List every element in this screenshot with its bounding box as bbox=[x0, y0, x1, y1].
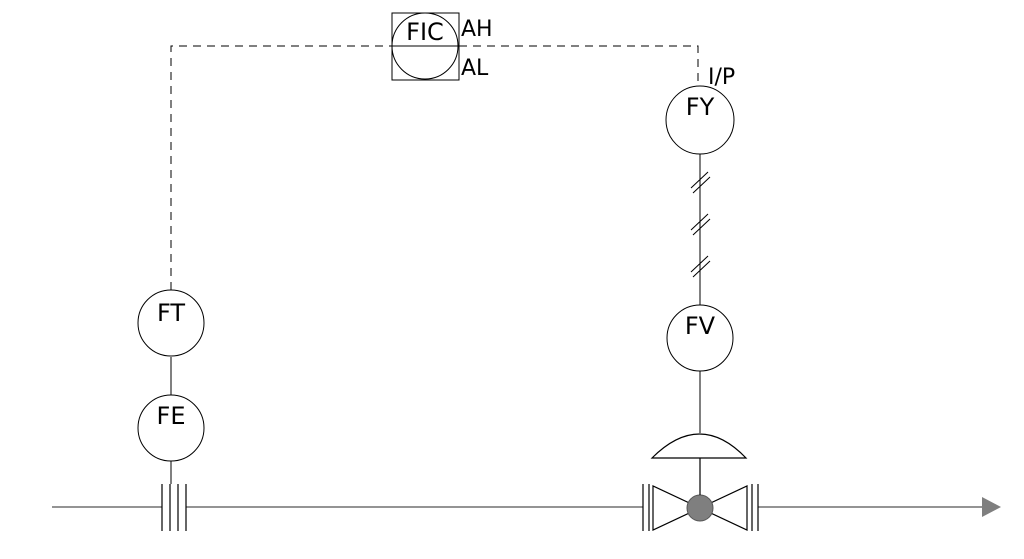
valve-actuator-icon bbox=[650, 433, 748, 459]
pneumatic-hatch-marks bbox=[690, 171, 711, 278]
ft-bubble bbox=[137, 289, 205, 357]
signal-line-fic-to-fy bbox=[459, 45, 699, 84]
fy-bubble bbox=[665, 85, 735, 155]
fv-valve-tag: FV bbox=[666, 304, 734, 372]
signal-line-ft-to-fic bbox=[170, 45, 392, 290]
orifice-flanges bbox=[161, 484, 187, 531]
fic-controller: FIC AH AL bbox=[391, 12, 493, 81]
fy-note: I/P bbox=[708, 65, 735, 90]
fe-element: FE bbox=[137, 394, 205, 462]
valve-ball-icon bbox=[686, 494, 714, 522]
fic-alarm-low: AL bbox=[461, 56, 489, 81]
fy-transducer: FY I/P bbox=[665, 65, 735, 155]
fe-tag: FE bbox=[157, 402, 186, 430]
valve-body-left bbox=[652, 485, 702, 531]
fv-tag: FV bbox=[685, 312, 716, 340]
fy-tag: FY bbox=[686, 93, 715, 121]
fe-bubble bbox=[137, 394, 205, 462]
fv-bubble bbox=[666, 304, 734, 372]
control-valve bbox=[642, 433, 759, 531]
fic-tag: FIC bbox=[406, 18, 444, 46]
fic-alarm-high: AH bbox=[461, 17, 493, 42]
valve-body-right bbox=[698, 485, 748, 531]
flow-arrow-icon bbox=[982, 497, 1001, 517]
ft-tag: FT bbox=[157, 299, 185, 327]
ft-transmitter: FT bbox=[137, 289, 205, 357]
